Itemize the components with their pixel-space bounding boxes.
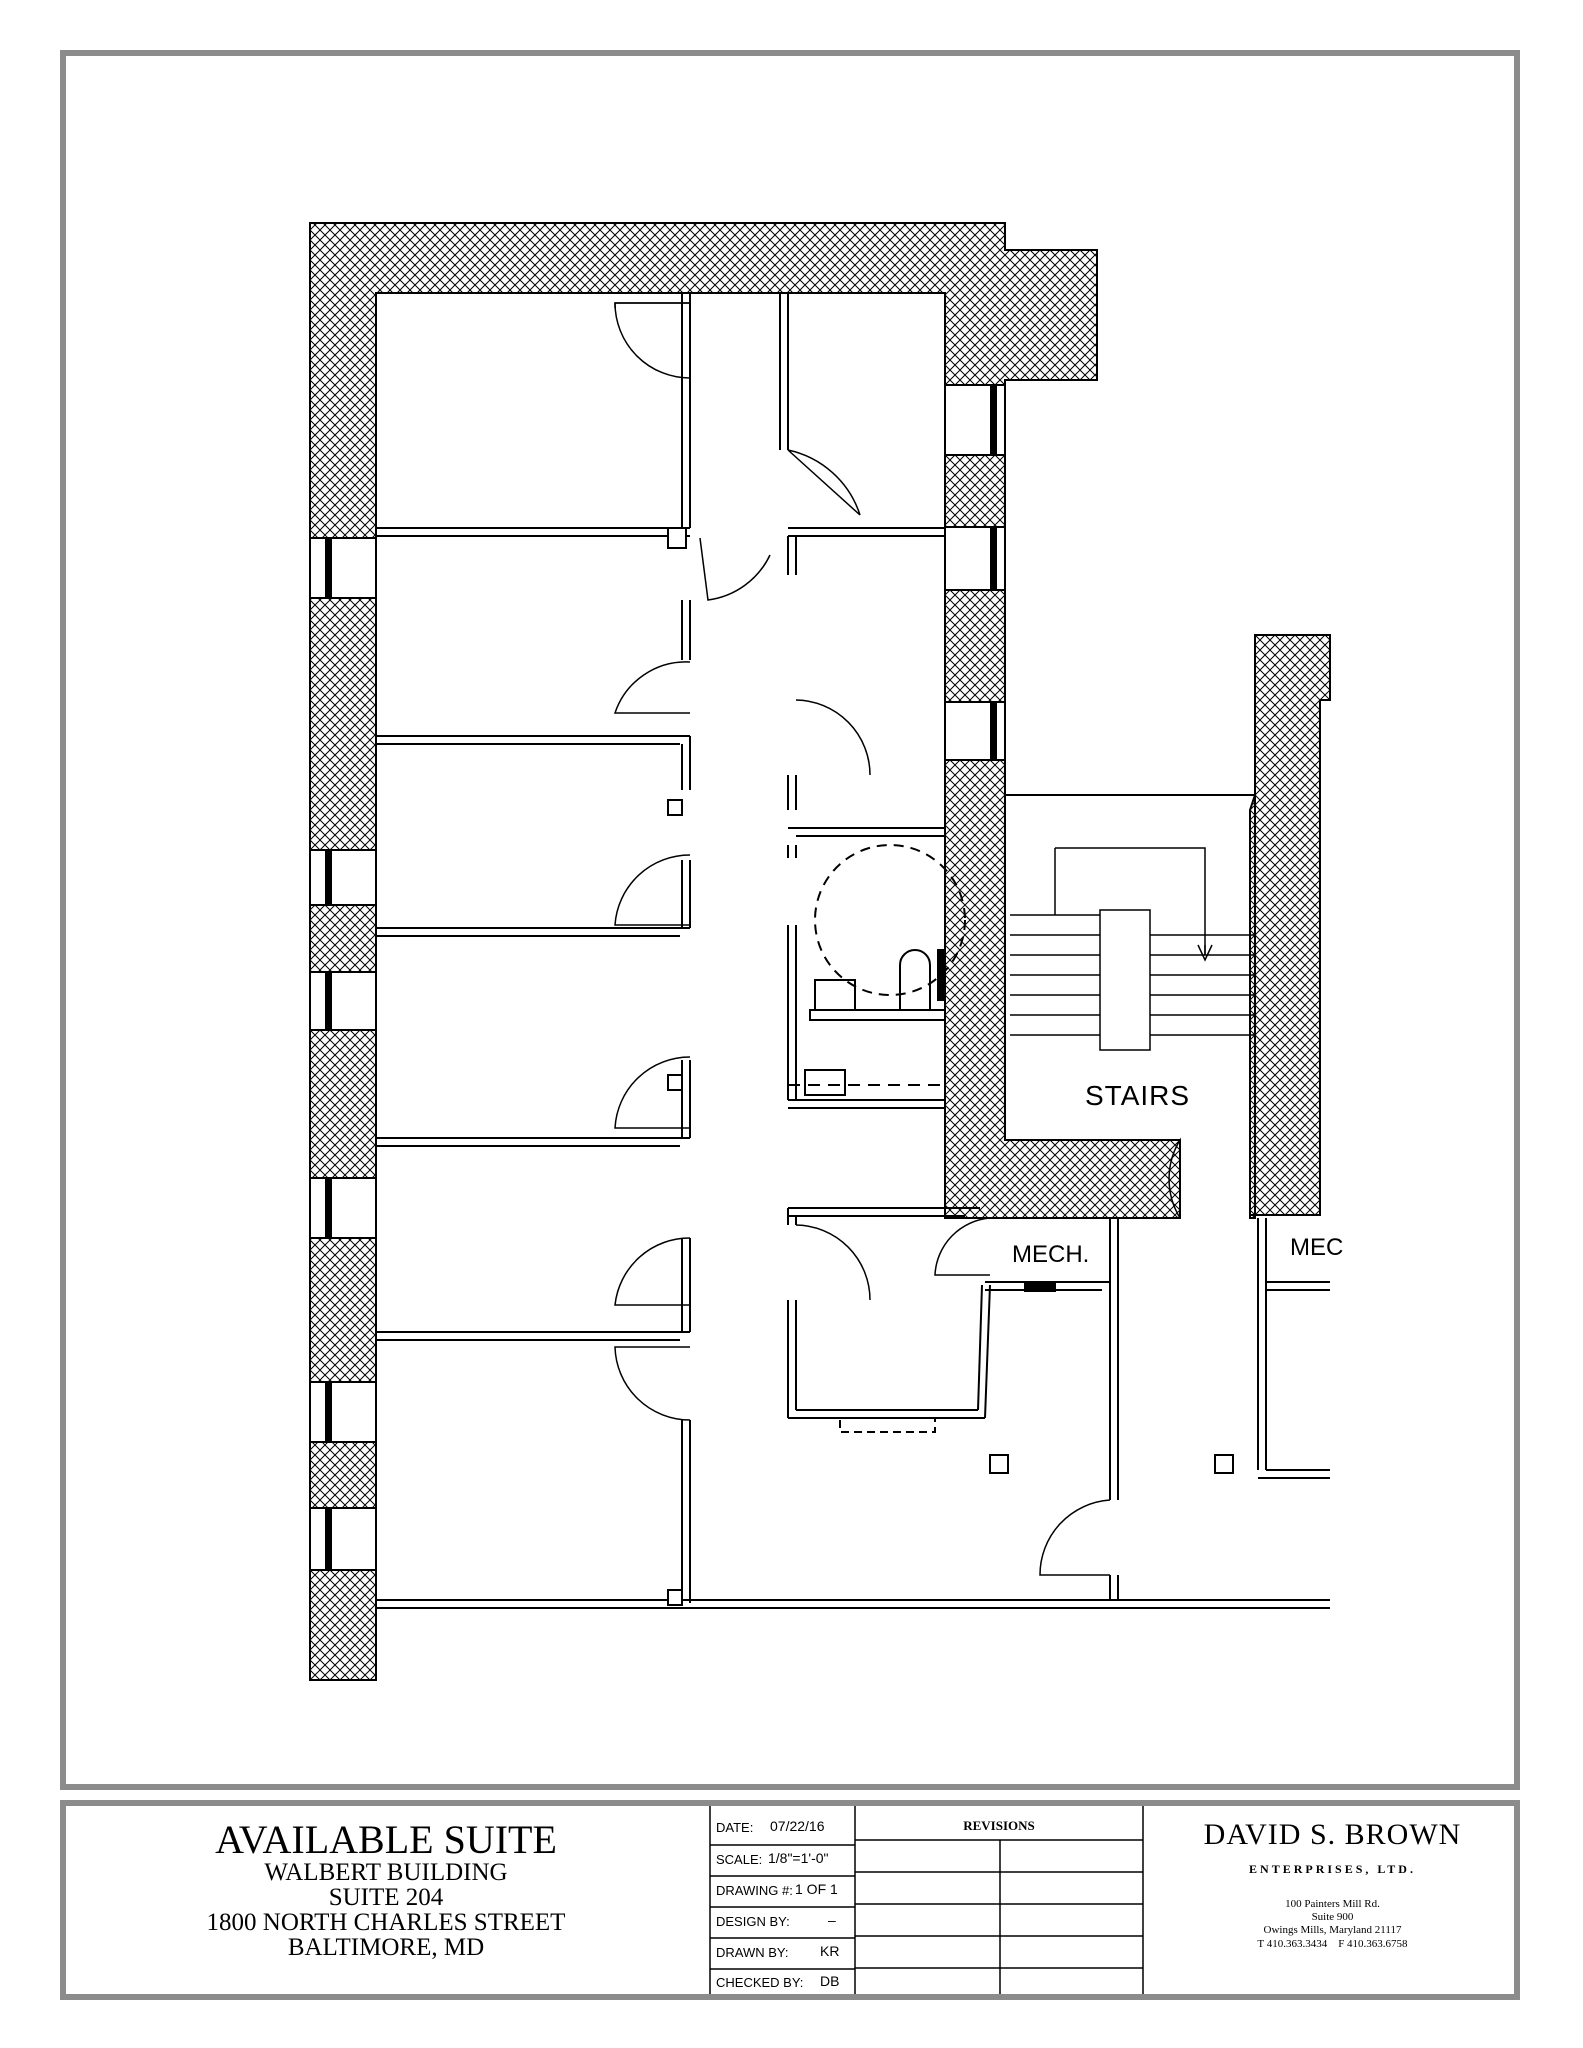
title-block-title: AVAILABLE SUITE <box>215 1817 557 1862</box>
company-subtitle: ENTERPRISES, LTD. <box>1249 1862 1416 1876</box>
company-address3: Owings Mills, Maryland 21117 <box>1263 1924 1402 1936</box>
date-label: DATE: <box>716 1820 754 1835</box>
revisions-header: REVISIONS <box>963 1818 1035 1833</box>
columns <box>667 527 1234 1606</box>
title-block-building: WALBERT BUILDING <box>264 1859 508 1886</box>
drawing-value: 1 OF 1 <box>795 1881 838 1897</box>
design-value: – <box>828 1912 836 1928</box>
title-block-suite: SUITE 204 <box>328 1884 444 1911</box>
door-swings <box>613 302 1181 1576</box>
date-value: 07/22/16 <box>770 1818 825 1834</box>
exterior-walls <box>309 222 1331 1681</box>
mech-label-1: MECH. <box>1012 1241 1089 1268</box>
restroom-fixtures <box>788 844 966 1433</box>
company-address1: 100 Painters Mill Rd. <box>1285 1898 1380 1910</box>
stair-treads <box>1010 847 1255 1051</box>
interior-walls <box>376 293 1330 1609</box>
scale-value: 1/8"=1'-0" <box>768 1850 829 1866</box>
stair-enclosure <box>1005 794 1256 1218</box>
company-name: DAVID S. BROWN <box>1203 1818 1462 1851</box>
mech-label-2: MEC <box>1290 1234 1343 1261</box>
company-address2: Suite 900 <box>1311 1911 1354 1923</box>
scale-label: SCALE: <box>716 1852 763 1867</box>
title-block-street: 1800 NORTH CHARLES STREET <box>206 1909 566 1936</box>
company-phone: T 410.363.3434 F 410.363.6758 <box>1257 1938 1408 1950</box>
windows-left <box>309 537 377 1571</box>
stairs-label: STAIRS <box>1085 1080 1190 1111</box>
title-block-city: BALTIMORE, MD <box>287 1934 485 1961</box>
checked-label: CHECKED BY: <box>716 1975 804 1990</box>
title-block-frame <box>60 1800 1520 2000</box>
drawn-value: KR <box>820 1943 840 1959</box>
design-label: DESIGN BY: <box>716 1914 790 1929</box>
windows-right <box>944 384 1006 761</box>
checked-value: DB <box>820 1973 840 1989</box>
drawing-label: DRAWING #: <box>716 1883 793 1898</box>
drawing-frame <box>60 50 1520 1790</box>
drawn-label: DRAWN BY: <box>716 1945 789 1960</box>
title-block-grid <box>709 1806 1144 1994</box>
